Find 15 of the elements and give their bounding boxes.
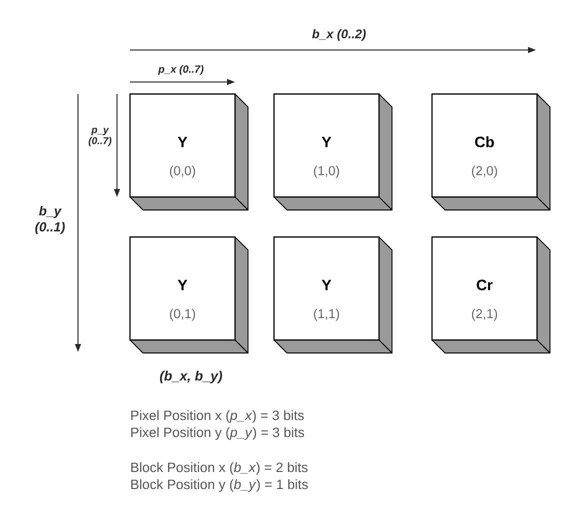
dimension-label: b_x (0..2) <box>312 29 366 41</box>
coordinate-label: (b_x, b_y) <box>160 370 222 384</box>
block-box: Y (1,1) <box>273 236 392 354</box>
dimension-label: b_y (0..1) <box>35 206 65 234</box>
note-text: Block Position x (b_x) = 2 bits <box>131 462 308 475</box>
block-box: Y (1,0) <box>273 93 392 210</box>
dimension-label: p_y (0..7) <box>88 128 112 146</box>
block-box: Cb (2,0) <box>431 93 550 210</box>
block-box: Y (0,1) <box>129 236 248 354</box>
note-text: Pixel Position y (p_y) = 3 bits <box>131 427 304 440</box>
note-text: Block Position y (b_y) = 1 bits <box>131 479 308 492</box>
note-text: Pixel Position x (p_x) = 3 bits <box>131 410 304 423</box>
block-box: Y (0,0) <box>129 93 248 210</box>
dimension-label: p_x (0..7) <box>158 65 204 75</box>
block-box: Cr (2,1) <box>431 236 550 354</box>
